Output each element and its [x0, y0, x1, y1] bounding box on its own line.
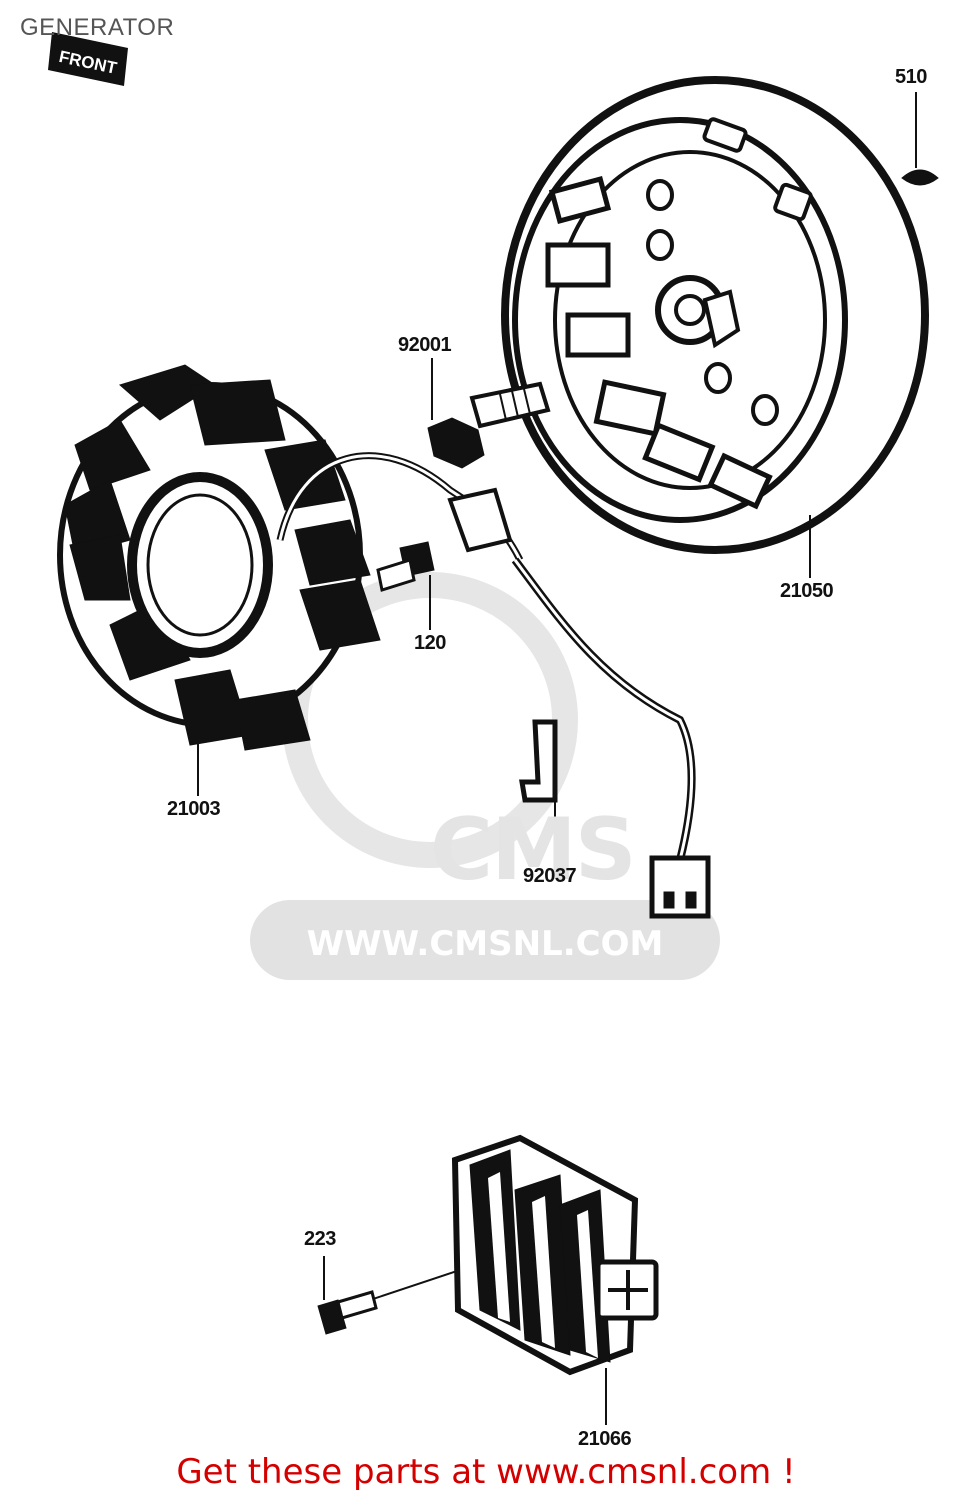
page-title: GENERATOR: [20, 14, 175, 41]
flywheel-rotor-icon: [501, 76, 929, 554]
rotor-bolt-icon: [427, 358, 551, 469]
wire-clamp-icon: [519, 719, 558, 862]
stator-coil-icon: [57, 364, 711, 919]
part-label-21003: 21003: [167, 798, 221, 820]
part-label-21050: 21050: [780, 580, 834, 602]
watermark-logo: CMS: [430, 800, 637, 900]
part-label-120: 120: [414, 632, 446, 654]
part-label-92001: 92001: [398, 334, 452, 356]
part-label-21066: 21066: [578, 1428, 632, 1450]
part-label-510: 510: [895, 66, 927, 88]
part-label-223: 223: [304, 1228, 336, 1250]
regulator-screw-icon: [317, 1290, 378, 1335]
watermark-url: WWW.CMSNL.COM: [306, 924, 664, 964]
part-label-92037: 92037: [523, 865, 577, 887]
regulator-rectifier-icon: [451, 1134, 659, 1376]
woodruff-key-icon: [901, 92, 939, 186]
promo-link[interactable]: Get these parts at www.cmsnl.com !: [176, 1452, 796, 1492]
stator-screw-icon: [376, 541, 435, 630]
front-tag-icon: FRONT: [48, 32, 128, 86]
